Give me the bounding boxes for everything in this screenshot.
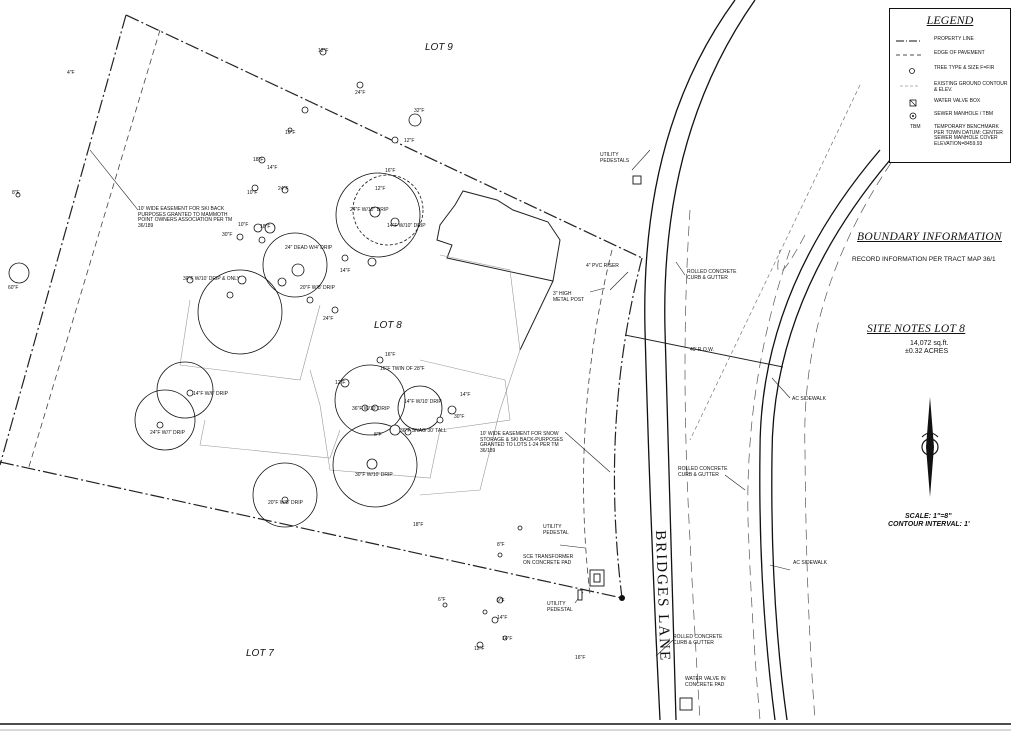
tree-size: 12"F [335, 380, 346, 386]
lot-7-label: LOT 7 [246, 648, 274, 659]
tree-size: 60"F [8, 285, 19, 291]
tree-size: 30"F [222, 232, 233, 238]
site-notes-title: SITE NOTES LOT 8 [867, 323, 966, 335]
lot-9-label: LOT 9 [425, 42, 453, 53]
lot-8-label: LOT 8 [374, 320, 402, 331]
sce-transformer-note: SCE TRANSFORMER ON CONCRETE PAD [523, 554, 574, 566]
tree-size: 14"F [267, 165, 278, 171]
tree-label: 20"F W/8' DRIP [268, 500, 303, 506]
tree-trunks [8, 48, 523, 649]
contour-icon [900, 85, 920, 87]
contour-interval-text: CONTOUR INTERVAL: 1' [888, 521, 970, 528]
legend: LEGEND PROPERTY LINE EDGE OF PAVEMENT TR… [889, 8, 1011, 163]
row-note: 40' R.O.W. [690, 347, 715, 353]
tree-size: 8"F [12, 190, 20, 196]
tree-size: 16"F [385, 168, 396, 174]
tree-size: 14"F [340, 268, 351, 274]
tree-size: 8"F [497, 542, 505, 548]
easement-lines [27, 29, 613, 596]
tree-label: 36"F SNAG 30' TALL [400, 428, 447, 434]
legend-title: LEGEND [926, 13, 974, 27]
ski-easement-note: 10' WIDE EASEMENT FOR SKI BACK PURPOSES … [138, 206, 233, 229]
tree-size: 18"F [253, 157, 264, 163]
tree-size: 10"F [247, 190, 258, 196]
sewer-line [689, 84, 861, 441]
tree-label: 24" DEAD W/4' DRIP [285, 245, 333, 251]
tree-label: 36"F W/10' DRIP [352, 406, 390, 412]
tree-size: 16"F [385, 352, 396, 358]
utility-pedestals-note: UTILITY PEDESTALS [600, 152, 630, 164]
tree-size: 24"F [278, 186, 289, 192]
tree-size: 9"F [497, 598, 505, 604]
tree-label: 24"F W/10" DRIP [350, 207, 389, 213]
tree-label: 30"F W/10' DRIP [355, 472, 393, 478]
tree-label: 14"F W/10' DRIP [404, 399, 442, 405]
tree-size: 30"F [454, 414, 465, 420]
ac-sidewalk-note-1: AC SIDEWALK [792, 396, 826, 402]
utility-structures [577, 175, 693, 711]
rolled-curb-note-1: ROLLED CONCRETE CURB & GUTTER [687, 269, 737, 281]
manhole-icon [909, 112, 917, 120]
property-lines [0, 14, 643, 599]
site-area-sqft: 14,072 sq.ft. [910, 340, 949, 347]
tree-size: 6"F [438, 597, 446, 603]
snow-easement-note: 10' WIDE EASEMENT FOR SNOW STORAGE & SKI… [480, 431, 563, 454]
utility-pedestal-low-note: UTILITY PEDESTAL [547, 601, 573, 613]
north-arrow-icon [921, 397, 939, 497]
tree-size: 10"F [238, 222, 249, 228]
tree-size: 12"F [318, 48, 329, 54]
tree-label: 14"F W/6' DRIP [193, 391, 228, 397]
utility-pedestal-mid-note: UTILITY PEDESTAL [543, 524, 569, 536]
tbm-label: TBM [910, 124, 921, 130]
tree-size: 10"F [285, 130, 296, 136]
boundary-title: BOUNDARY INFORMATION [857, 231, 1002, 243]
boundary-subtitle: RECORD INFORMATION PER TRACT MAP 36/1 [852, 256, 996, 263]
tree-size: 12"F [404, 138, 415, 144]
tree-size: 14"F [502, 636, 513, 642]
tree-label: 20"F W/8' DRIP [300, 285, 335, 291]
tree-size: 18"F [260, 224, 271, 230]
pavement-edges [684, 149, 901, 721]
site-area-acres: ±0.32 ACRES [905, 348, 949, 355]
pvc-riser-note: 4" PVC RISER [586, 263, 619, 269]
tree-label: 14"F W/10" DRIP [387, 223, 426, 229]
ac-sidewalk-note-2: AC SIDEWALK [793, 560, 827, 566]
tree-size: 24"F [355, 90, 366, 96]
row-line [624, 334, 784, 368]
tree-label: 24"F W/7' DRIP [150, 430, 185, 436]
road-edges [644, 0, 891, 721]
tree-size: 24"F [323, 316, 334, 322]
tree-label: 30"F W/10' DRIP & ONLY [183, 276, 241, 282]
house-outline [436, 190, 561, 351]
tree-size: 14"F [460, 392, 471, 398]
rolled-curb-note-2: ROLLED CONCRETE CURB & GUTTER [678, 466, 728, 478]
tree-icon [909, 68, 915, 74]
tree-canopies [134, 172, 443, 528]
tree-size: 12"F [474, 646, 485, 652]
tree-size: 8"F [374, 432, 382, 438]
property-corner-marker [619, 595, 625, 601]
tree-size: 4"F [67, 70, 75, 76]
tree-label: 16"F TWIN OF 28"F [380, 366, 425, 372]
building-pads [179, 254, 521, 496]
tree-size: 32"F [414, 108, 425, 114]
tree-size: 12"F [375, 186, 386, 192]
tree-size: 14"F [497, 615, 508, 621]
leader-lines [89, 149, 791, 657]
scale-text: SCALE: 1"=8" [905, 513, 952, 520]
metal-post-note: 3" HIGH METAL POST [553, 291, 585, 303]
water-valve-note: WATER VALVE IN CONCRETE PAD [685, 676, 726, 688]
rolled-curb-note-3: ROLLED CONCRETE CURB & GUTTER [673, 634, 723, 646]
tree-size: 16"F [575, 655, 586, 661]
water-valve-icon [909, 99, 917, 107]
tree-size: 18"F [413, 522, 424, 528]
